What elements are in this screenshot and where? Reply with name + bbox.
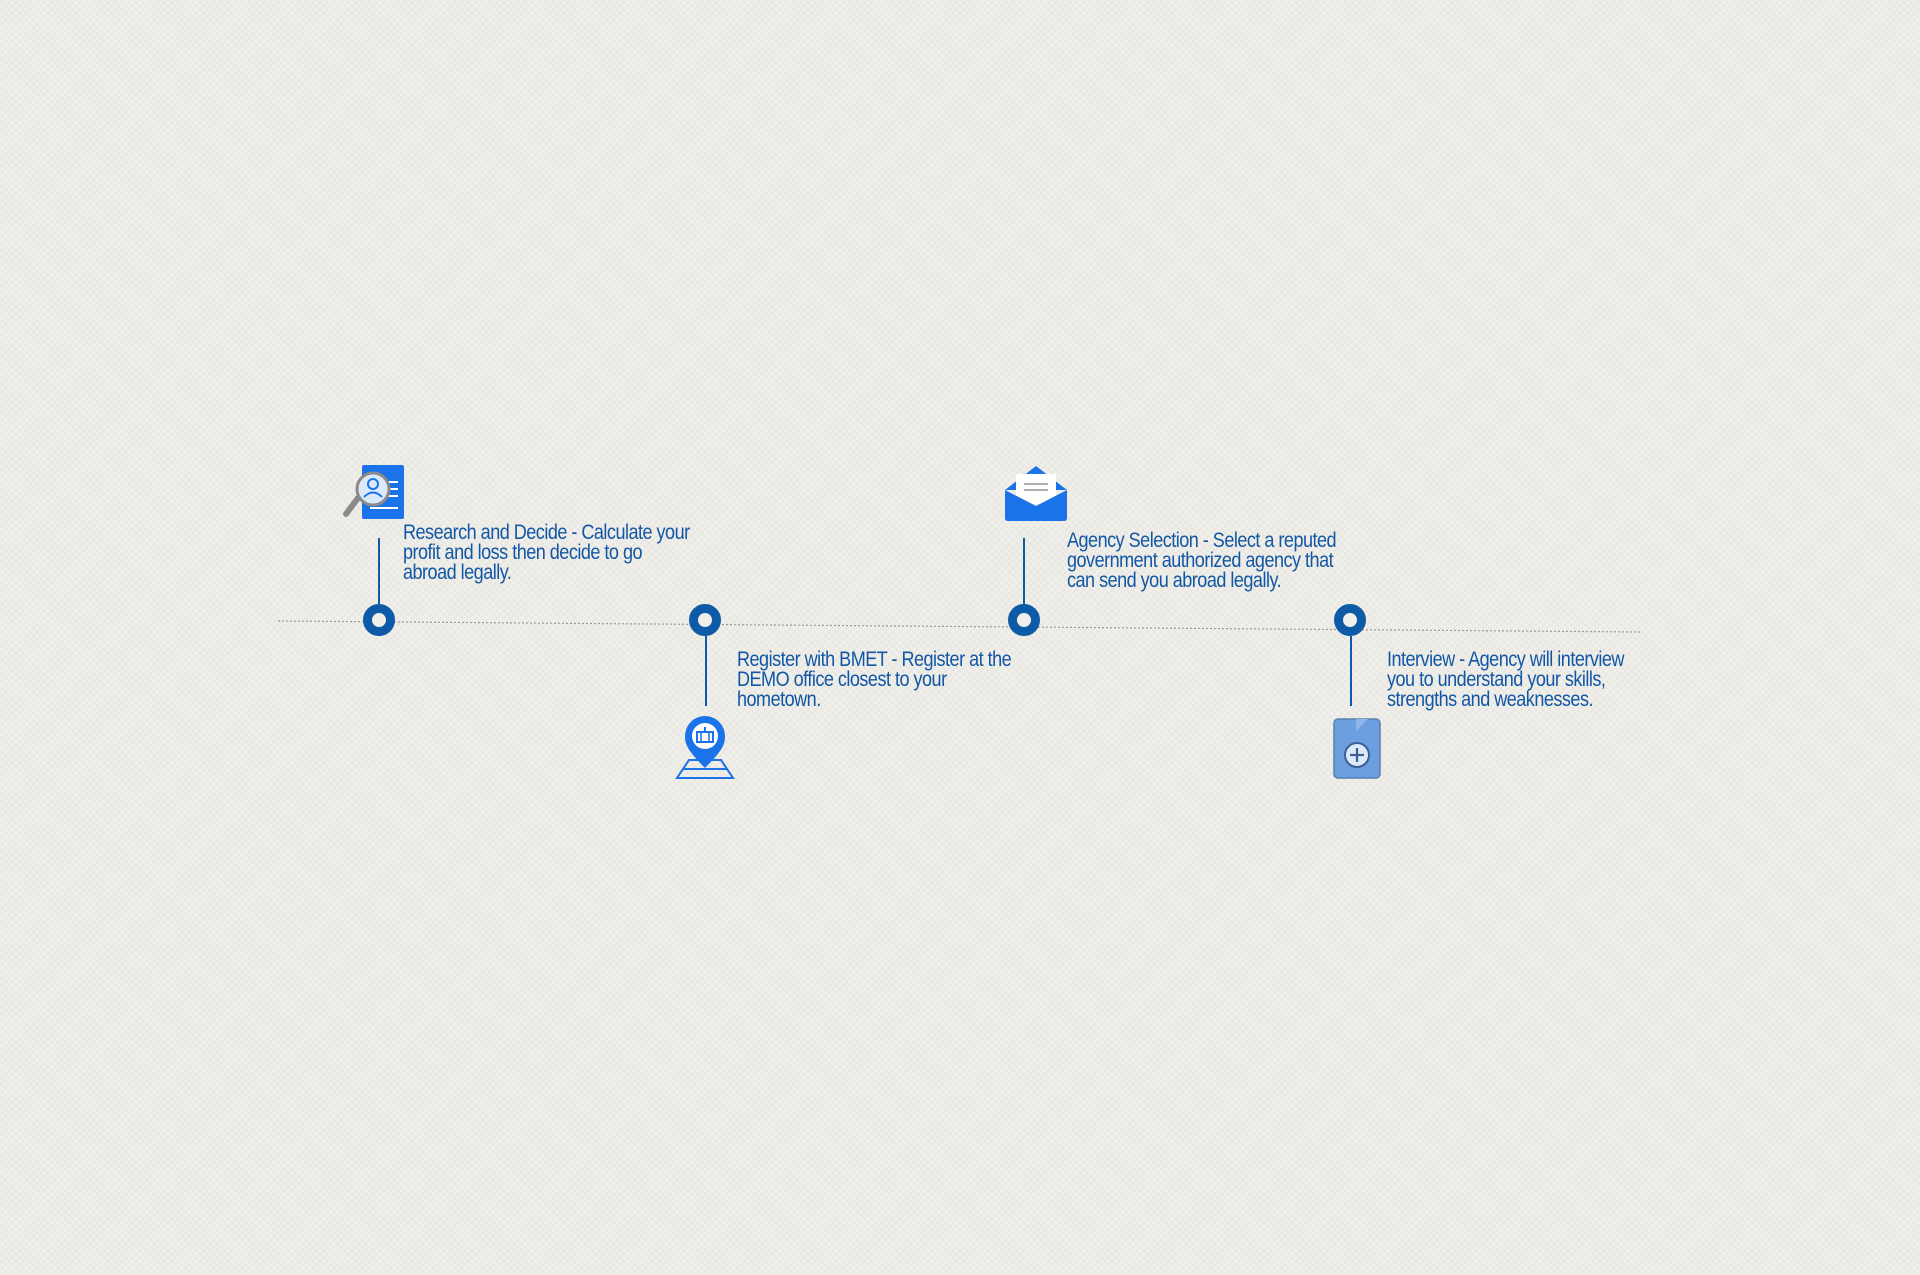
location-pin-icon bbox=[675, 716, 735, 779]
document-add-icon bbox=[1333, 718, 1381, 779]
step-connector bbox=[1350, 636, 1352, 706]
step-connector bbox=[705, 636, 707, 706]
timeline-node bbox=[1334, 604, 1366, 636]
step-description: Interview - Agency will interview you to… bbox=[1387, 648, 1624, 711]
step-description: Research and Decide - Calculate your pro… bbox=[403, 521, 690, 584]
search-document-icon bbox=[343, 465, 404, 519]
timeline-node bbox=[1008, 604, 1040, 636]
timeline-node bbox=[363, 604, 395, 636]
timeline-node bbox=[689, 604, 721, 636]
envelope-icon bbox=[1005, 466, 1067, 521]
step-connector bbox=[378, 538, 380, 606]
step-description: Register with BMET - Register at the DEM… bbox=[737, 648, 1012, 711]
step-description: Agency Selection - Select a reputed gove… bbox=[1067, 529, 1337, 592]
step-connector bbox=[1023, 538, 1025, 606]
